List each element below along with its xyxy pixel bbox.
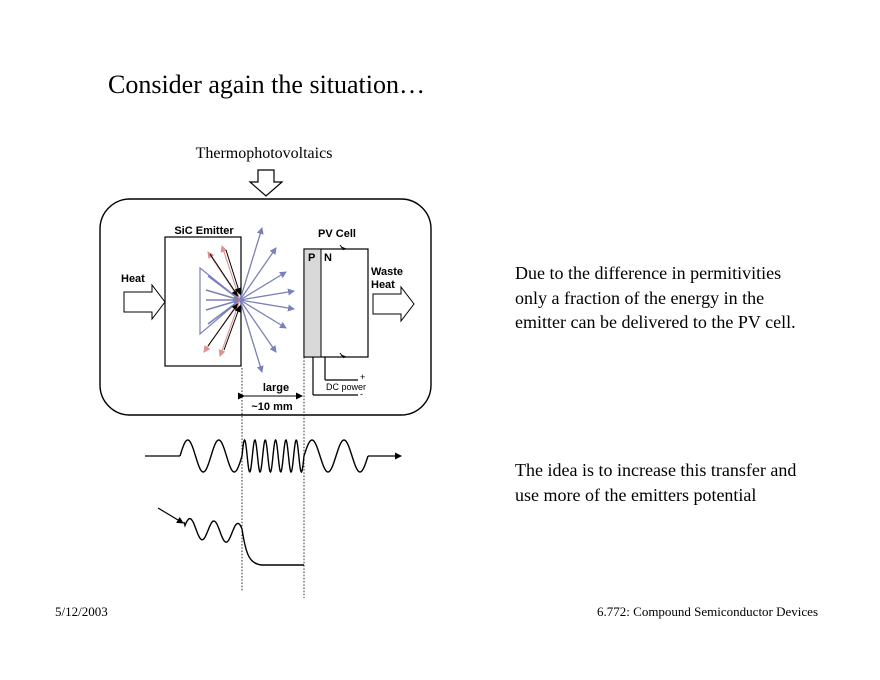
pv-cell-label: PV Cell: [318, 228, 356, 240]
pv-p-region: [303, 248, 322, 358]
propagating-wave: [179, 438, 369, 474]
dc-power-label: DC power: [326, 382, 366, 392]
sic-emitter: [164, 236, 242, 367]
heat-label: Heat: [121, 273, 145, 285]
gap-guides: [241, 357, 305, 598]
p-label: P: [308, 252, 315, 264]
slide-title: Consider again the situation…: [108, 70, 426, 99]
paragraph-idea: The idea is to increase this transfer an…: [515, 460, 797, 505]
evanescent-field: [183, 517, 304, 566]
minus-sign: -: [360, 389, 363, 399]
contact-bottom-icon: [339, 352, 347, 359]
down-arrow-icon: [248, 169, 284, 197]
dc-wires: [312, 357, 358, 396]
gap-label: large: [263, 382, 289, 394]
emitted-rays: [239, 227, 295, 373]
heat-arrow-icon: [123, 283, 166, 321]
plus-sign: +: [360, 372, 365, 382]
footer-course: 6.772: Compound Semiconductor Devices: [597, 604, 818, 619]
footer-date: 5/12/2003: [55, 604, 108, 619]
gap-distance-label: ~10 mm: [251, 401, 292, 413]
internal-rays: [205, 275, 241, 325]
paragraph-permittivity: Due to the difference in permitivities o…: [515, 263, 796, 332]
waste-heat-label-1: Waste: [371, 266, 403, 278]
contact-top-icon: [339, 244, 347, 251]
waste-heat-label-2: Heat: [371, 279, 395, 291]
emitter-label: SiC Emitter: [174, 225, 234, 237]
field-arrow: [157, 507, 184, 524]
thermophotovoltaics-label: Thermophotovoltaics: [196, 145, 333, 162]
n-label: N: [324, 252, 332, 264]
waste-heat-arrow-icon: [372, 285, 415, 323]
reflected-rays: [203, 245, 242, 357]
